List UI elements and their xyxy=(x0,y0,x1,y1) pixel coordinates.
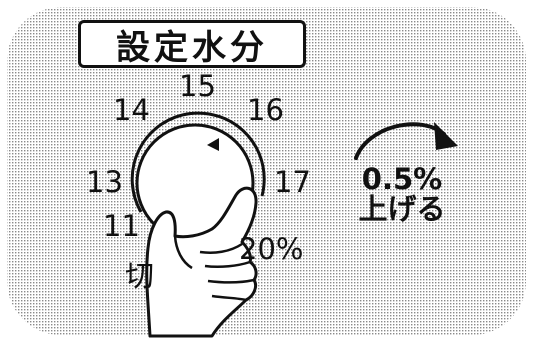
page-title: 設定水分 xyxy=(78,20,306,68)
hand-turning-icon xyxy=(145,186,258,338)
clockwise-arrow-icon xyxy=(354,122,458,160)
instruction-text: 0.5% 上げる xyxy=(352,164,452,225)
dial-label-14: 14 xyxy=(113,93,150,127)
dial-label-17: 17 xyxy=(274,165,311,199)
dial-label-off: 切 xyxy=(125,259,155,293)
dial-label-16: 16 xyxy=(247,93,284,127)
instruction-amount: 0.5% xyxy=(361,162,443,196)
dial-scale-arc xyxy=(130,111,266,213)
dial-label-11: 11 xyxy=(103,209,140,243)
dial-pointer-icon xyxy=(207,138,219,151)
dial-label-15: 15 xyxy=(179,69,216,103)
dial-label-20: 20% xyxy=(239,232,304,266)
dial-label-13: 13 xyxy=(86,165,123,199)
panel-background xyxy=(5,5,528,337)
instruction-action: 上げる xyxy=(358,192,446,227)
